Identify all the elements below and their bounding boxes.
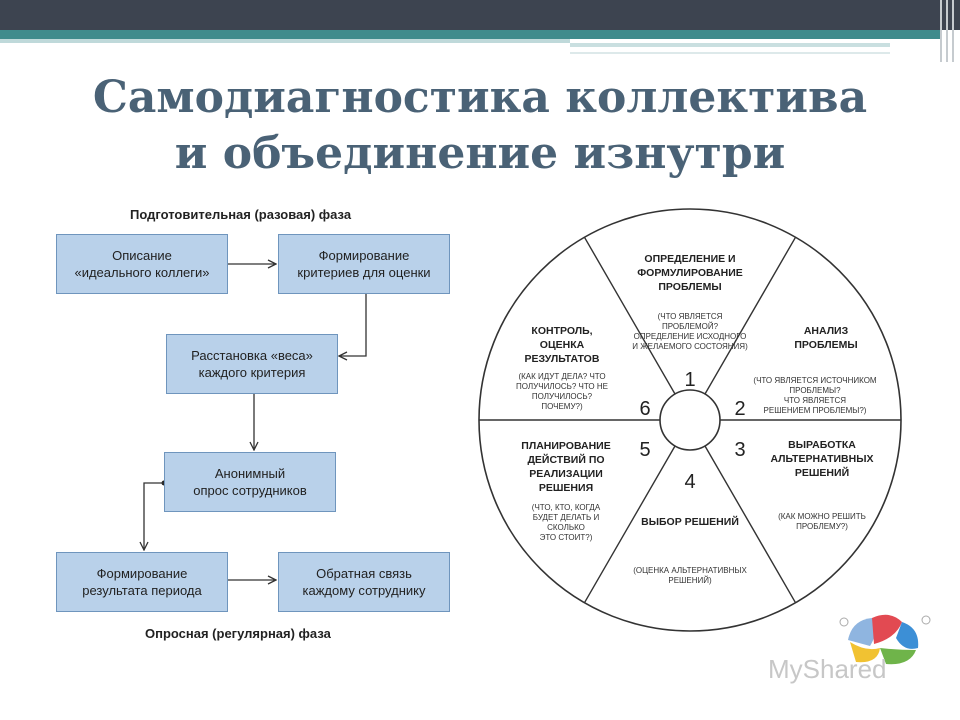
sector-3-heading: ВЫРАБОТКА bbox=[788, 439, 856, 451]
sector-5-heading: ПЛАНИРОВАНИЕ bbox=[521, 440, 610, 452]
flow-box-text: результата периода bbox=[82, 583, 202, 598]
sector-4-heading: ВЫБОР РЕШЕНИЙ bbox=[641, 515, 739, 528]
sector-2-note: ЧТО ЯВЛЯЕТСЯ bbox=[784, 396, 846, 405]
sector-6-note: ПОЛУЧИЛОСЬ? bbox=[532, 392, 593, 401]
sector-1-heading: ОПРЕДЕЛЕНИЕ И bbox=[644, 253, 735, 265]
flow-box-text: Анонимный bbox=[214, 466, 286, 481]
sector-6-heading: КОНТРОЛЬ, bbox=[531, 325, 592, 337]
step-number-2: 2 bbox=[734, 398, 745, 420]
sector-6-heading: ОЦЕНКА bbox=[540, 339, 585, 351]
sector-6-note: (КАК ИДУТ ДЕЛА? ЧТО bbox=[518, 372, 605, 381]
flow-box-text: Описание bbox=[112, 248, 172, 263]
header-bar bbox=[0, 0, 960, 30]
header-accent-line bbox=[570, 52, 890, 54]
arrow-4-5 bbox=[144, 482, 164, 550]
sector-4-note: (ОЦЕНКА АЛЬТЕРНАТИВНЫХ bbox=[633, 566, 747, 575]
step-number-3: 3 bbox=[734, 439, 745, 461]
flow-box-text: каждому сотруднику bbox=[302, 583, 426, 598]
arrow-2-3 bbox=[339, 287, 367, 356]
sector-5-note: ЭТО СТОИТ?) bbox=[540, 533, 593, 542]
wheel-divider bbox=[704, 236, 797, 395]
preparatory-phase-label: Подготовительная (разовая) фаза bbox=[130, 207, 352, 222]
flow-box-text: Формирование bbox=[96, 566, 188, 581]
sector-1-heading: ФОРМУЛИРОВАНИЕ bbox=[637, 267, 743, 279]
header-accent-stripe bbox=[0, 30, 940, 39]
step-number-5: 5 bbox=[639, 439, 650, 461]
sector-5-note: (ЧТО, КТО, КОГДА bbox=[532, 503, 601, 512]
title-line-1: Самодиагностика коллектива bbox=[92, 72, 868, 123]
sector-4-note: РЕШЕНИЙ) bbox=[668, 576, 712, 585]
sector-6-note: ПОЛУЧИЛОСЬ? ЧТО НЕ bbox=[516, 382, 608, 391]
survey-phase-label: Опросная (регулярная) фаза bbox=[145, 626, 331, 641]
wheel-divider bbox=[583, 445, 676, 604]
flow-box-feedback: Обратная связь каждому сотруднику bbox=[278, 552, 450, 612]
flow-box-text: каждого критерия bbox=[198, 365, 306, 380]
step-number-1: 1 bbox=[684, 369, 695, 391]
step-number-6: 6 bbox=[639, 398, 650, 420]
wheel-hub bbox=[659, 389, 721, 451]
wheel-divider bbox=[704, 445, 797, 604]
sector-5-heading: РЕШЕНИЯ bbox=[539, 482, 593, 494]
flow-box-text: опрос сотрудников bbox=[193, 483, 307, 498]
flow-box-text: Формирование bbox=[318, 248, 410, 263]
sector-2-note: (ЧТО ЯВЛЯЕТСЯ ИСТОЧНИКОМ bbox=[753, 376, 877, 385]
sector-1-note: И ЖЕЛАЕМОГО СОСТОЯНИЯ) bbox=[632, 342, 748, 351]
flow-box-anonymous-survey: Анонимный опрос сотрудников bbox=[164, 452, 336, 512]
flow-box-text: Расстановка «веса» bbox=[191, 348, 313, 363]
sector-2-note: РЕШЕНИЕМ ПРОБЛЕМЫ?) bbox=[764, 406, 867, 415]
sector-3-heading: АЛЬТЕРНАТИВНЫХ bbox=[770, 453, 873, 465]
sector-1-note: (ЧТО ЯВЛЯЕТСЯ bbox=[658, 312, 723, 321]
header-accent-line bbox=[0, 39, 570, 43]
sector-3-note: ПРОБЛЕМУ?) bbox=[796, 522, 848, 531]
sector-6-note: ПОЧЕМУ?) bbox=[541, 402, 583, 411]
flow-box-weights: Расстановка «веса» каждого критерия bbox=[166, 334, 338, 394]
sector-6-heading: РЕЗУЛЬТАТОВ bbox=[525, 353, 600, 365]
sector-5-heading: РЕАЛИЗАЦИИ bbox=[529, 468, 603, 480]
step-number-4: 4 bbox=[684, 471, 695, 493]
flow-box-ideal-colleague: Описание «идеального коллеги» bbox=[56, 234, 228, 294]
header-divider bbox=[952, 0, 954, 62]
sector-1-heading: ПРОБЛЕМЫ bbox=[658, 281, 721, 293]
sector-2-note: ПРОБЛЕМЫ? bbox=[789, 386, 841, 395]
header-accent-line bbox=[570, 43, 890, 47]
header-divider bbox=[946, 0, 948, 62]
wheel-divider bbox=[583, 236, 676, 395]
flow-box-text: Обратная связь bbox=[316, 566, 412, 581]
sector-5-note: БУДЕТ ДЕЛАТЬ И bbox=[533, 513, 600, 522]
sector-5-note: СКОЛЬКО bbox=[547, 523, 585, 532]
sector-2-heading: ПРОБЛЕМЫ bbox=[794, 339, 857, 351]
sector-3-heading: РЕШЕНИЙ bbox=[795, 466, 849, 479]
flow-box-text: критериев для оценки bbox=[297, 265, 431, 280]
sector-1-note: ОПРЕДЕЛЕНИЕ ИСХОДНОГО bbox=[634, 332, 747, 341]
flow-box-criteria: Формирование критериев для оценки bbox=[278, 234, 450, 294]
header-divider bbox=[940, 0, 942, 62]
sector-5-heading: ДЕЙСТВИЙ ПО bbox=[527, 453, 604, 466]
watermark-logo-icon bbox=[839, 614, 931, 665]
title-line-2: и объединение изнутри bbox=[174, 128, 786, 179]
sector-2-heading: АНАЛИЗ bbox=[804, 325, 849, 337]
slide-title: Самодиагностика коллектива и объединение… bbox=[60, 70, 900, 182]
flow-box-period-result: Формирование результата периода bbox=[56, 552, 228, 612]
flow-box-text: «идеального коллеги» bbox=[74, 265, 210, 280]
sector-1-note: ПРОБЛЕМОЙ? bbox=[662, 322, 719, 331]
watermark-text: MyShared bbox=[768, 654, 887, 684]
sector-3-note: (КАК МОЖНО РЕШИТЬ bbox=[778, 512, 866, 521]
